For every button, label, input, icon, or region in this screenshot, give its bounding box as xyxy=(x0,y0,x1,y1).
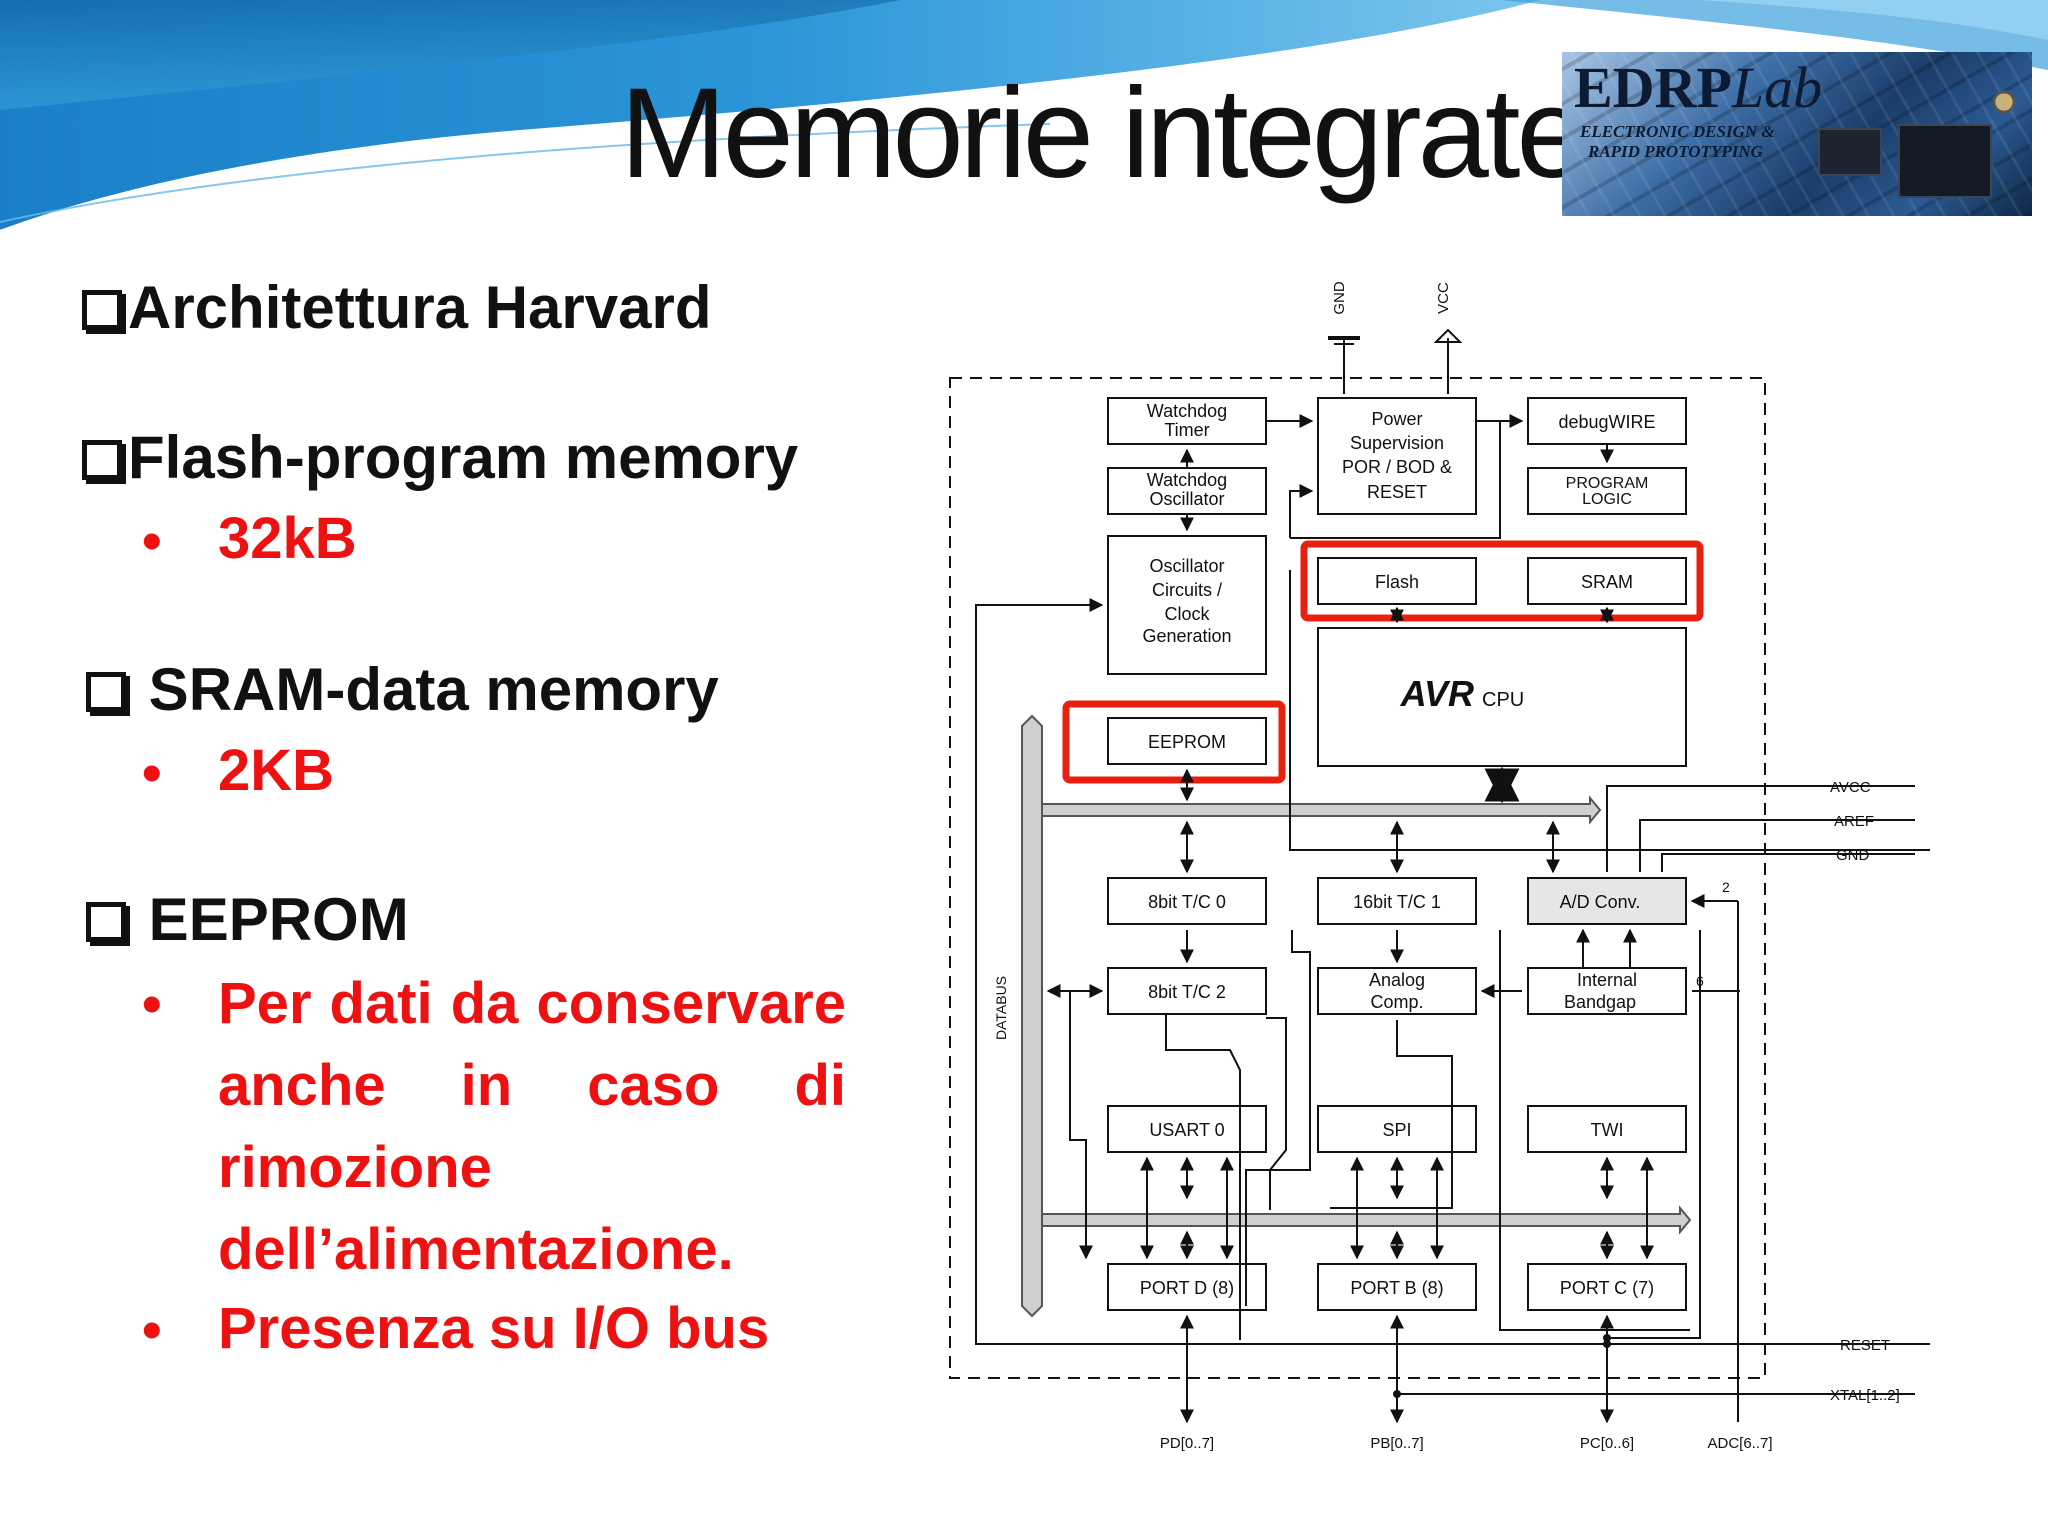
flash-sram-highlight xyxy=(1300,540,1704,622)
pb-pin-label: PB[0..7] xyxy=(1370,1435,1423,1452)
bus-width-bandgap: 6 xyxy=(1696,973,1704,989)
flash-label: Flash xyxy=(1375,572,1419,592)
tc2-block xyxy=(1107,967,1267,1015)
debugwire-block xyxy=(1527,397,1687,445)
databus-label: DATABUS xyxy=(993,976,1009,1040)
bullet-dot-icon: • xyxy=(142,972,162,1035)
cpu-block xyxy=(1317,627,1687,767)
usart-label: USART 0 xyxy=(1149,1120,1224,1140)
sram-size: 2KB xyxy=(218,738,335,803)
bandgap-block xyxy=(1527,967,1687,1015)
adc-block xyxy=(1527,877,1687,925)
bullet-dot-icon: • xyxy=(142,1298,162,1361)
port-b-label: PORT B (8) xyxy=(1350,1278,1443,1298)
eeprom-description: Per dati da conservare anche in caso di … xyxy=(218,971,846,1282)
vcc-label: VCC xyxy=(1435,282,1452,314)
databus-upper-bar xyxy=(1041,795,1602,825)
analog-comp-block xyxy=(1317,967,1477,1015)
watchdog-timer-block xyxy=(1107,397,1267,445)
logo-brand: EDRPLab xyxy=(1574,54,1822,121)
eeprom-label: EEPROM xyxy=(1148,732,1226,752)
eeprom-block xyxy=(1107,717,1267,765)
bullet-flash: Flash-program memory xyxy=(82,428,798,488)
debugwire-label: debugWIRE xyxy=(1558,412,1655,432)
adc-label: A/D Conv. xyxy=(1560,892,1641,912)
logo-brand-lab: Lab xyxy=(1731,55,1823,120)
tc0-label: 8bit T/C 0 xyxy=(1148,892,1226,912)
tc1-block xyxy=(1317,877,1477,925)
bullet-dot-icon: • xyxy=(142,741,162,804)
checkbox-bullet-icon xyxy=(82,440,122,480)
tc0-block xyxy=(1107,877,1267,925)
logo-brand-main: EDRP xyxy=(1574,55,1732,120)
port-d-label: PORT D (8) xyxy=(1140,1278,1234,1298)
pc-pin-label: PC[0..6] xyxy=(1580,1435,1634,1452)
program-logic-block xyxy=(1527,467,1687,515)
databus-lower-bar xyxy=(1041,1205,1692,1235)
edrplab-logo: EDRPLab ELECTRONIC DESIGN & RAPID PROTOT… xyxy=(1562,52,2032,216)
vcc-pin xyxy=(1433,328,1463,394)
cpu-label: CPU xyxy=(1482,689,1524,711)
spi-label: SPI xyxy=(1382,1120,1411,1140)
checkbox-bullet-icon xyxy=(82,290,122,330)
avcc-pin-label: AVCC xyxy=(1830,779,1871,796)
bullet-heading-text: Architettura Harvard xyxy=(128,274,712,341)
port-b-block xyxy=(1317,1263,1477,1311)
bullet-architettura: Architettura Harvard xyxy=(82,278,712,338)
bullet-heading-text: Flash-program memory xyxy=(128,424,799,491)
header-wave-decoration xyxy=(0,0,2048,235)
checkbox-bullet-icon xyxy=(86,902,126,942)
flash-block xyxy=(1317,557,1477,605)
slide-title: Memorie integrate xyxy=(620,62,1588,205)
aref-pin-label: AREF xyxy=(1834,813,1874,830)
bullet-eeprom: EEPROM xyxy=(86,890,409,950)
databus-vertical xyxy=(1021,714,1043,1318)
gnd-pin-label: GND xyxy=(1836,847,1870,864)
cpu-brand-label: AVR xyxy=(1400,673,1474,714)
chip-boundary xyxy=(949,377,1766,1379)
twi-label: TWI xyxy=(1591,1120,1624,1140)
bullet-heading-text: SRAM-data memory xyxy=(148,656,719,723)
bullet-sram: SRAM-data memory xyxy=(86,660,719,720)
pd-pin-label: PD[0..7] xyxy=(1160,1435,1214,1452)
xtal-pin-label: XTAL[1..2] xyxy=(1830,1387,1900,1404)
gnd-pin xyxy=(1328,336,1360,394)
spi-block xyxy=(1317,1105,1477,1153)
adc-pin-label: ADC[6..7] xyxy=(1707,1435,1772,1452)
port-c-label: PORT C (7) xyxy=(1560,1278,1654,1298)
twi-block xyxy=(1527,1105,1687,1153)
chip-image xyxy=(1898,124,1992,198)
reset-pin-label: RESET xyxy=(1840,1337,1890,1354)
logo-subtitle-line1: ELECTRONIC DESIGN & xyxy=(1580,122,1775,141)
power-supervision-block xyxy=(1317,397,1477,515)
checkbox-bullet-icon xyxy=(86,672,126,712)
tc2-label: 8bit T/C 2 xyxy=(1148,982,1226,1002)
chip-image xyxy=(1818,128,1882,176)
capacitor-image xyxy=(1984,82,2024,122)
sram-block xyxy=(1527,557,1687,605)
flash-size: 32kB xyxy=(218,506,357,571)
eeprom-io-bus: Presenza su I/O bus xyxy=(218,1296,770,1361)
gnd-label: GND xyxy=(1331,281,1348,315)
tc1-label: 16bit T/C 1 xyxy=(1353,892,1441,912)
bus-width-adc: 2 xyxy=(1722,879,1730,895)
bullet-heading-text: EEPROM xyxy=(148,886,409,953)
port-c-block xyxy=(1527,1263,1687,1311)
bullet-dot-icon: • xyxy=(142,509,162,572)
logo-subtitle-line2: RAPID PROTOTYPING xyxy=(1588,142,1763,161)
sram-label: SRAM xyxy=(1581,572,1633,592)
eeprom-highlight xyxy=(1062,700,1286,784)
oscillator-circuits-block xyxy=(1107,535,1267,675)
